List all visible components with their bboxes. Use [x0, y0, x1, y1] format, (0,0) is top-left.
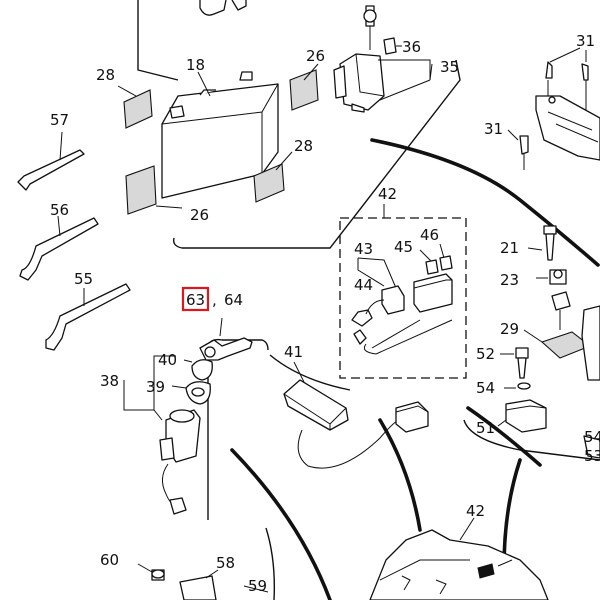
- callout-38[interactable]: 38: [100, 372, 119, 390]
- relay-assembly-box: [339, 204, 467, 379]
- bottom-parts: [137, 517, 549, 600]
- callout-29[interactable]: 29: [500, 320, 519, 338]
- connector-41-icon[interactable]: [395, 401, 429, 433]
- callout-60[interactable]: 60: [100, 551, 119, 569]
- controller-41-icon[interactable]: [283, 379, 349, 431]
- callout-46[interactable]: 46: [420, 226, 439, 244]
- callout-31-top[interactable]: 31: [576, 32, 595, 50]
- main-switch-group: [123, 317, 253, 515]
- right-side-parts: [497, 225, 600, 459]
- cable-tie-55-icon[interactable]: [45, 283, 131, 351]
- battery-group: [123, 0, 319, 215]
- callout-40[interactable]: 40: [158, 351, 177, 369]
- callout-44[interactable]: 44: [354, 276, 373, 294]
- callout-26-bottom[interactable]: 26: [190, 206, 209, 224]
- starter-relay-icon[interactable]: [339, 53, 385, 111]
- callout-26-top[interactable]: 26: [306, 47, 325, 65]
- callout-39[interactable]: 39: [146, 378, 165, 396]
- bracket-icon[interactable]: [535, 95, 600, 161]
- callout-45[interactable]: 45: [394, 238, 413, 256]
- callout-18[interactable]: 18: [186, 56, 205, 74]
- controller-41-group: [283, 361, 429, 469]
- bracket-31-group: [507, 47, 600, 170]
- callout-comma: ,: [212, 291, 217, 309]
- callout-57[interactable]: 57: [50, 111, 69, 129]
- callout-43[interactable]: 43: [354, 240, 373, 258]
- starter-relay-group: [333, 5, 433, 113]
- callout-63[interactable]: 63: [186, 291, 205, 309]
- relay-58-icon[interactable]: [179, 575, 217, 600]
- cable-tie-56-icon[interactable]: [19, 217, 99, 281]
- callout-52[interactable]: 52: [476, 345, 495, 363]
- callout-51[interactable]: 51: [476, 419, 495, 437]
- battery-pad-26-bottom[interactable]: [125, 165, 157, 215]
- callout-64[interactable]: 64: [224, 291, 243, 309]
- callout-58[interactable]: 58: [216, 554, 235, 572]
- callout-55[interactable]: 55: [74, 270, 93, 288]
- connector-block-icon[interactable]: [413, 273, 453, 313]
- callout-35[interactable]: 35: [440, 58, 459, 76]
- sensor-51-icon[interactable]: [505, 399, 547, 433]
- battery-pad-28-top[interactable]: [123, 89, 153, 129]
- lock-nut-40-icon[interactable]: [191, 359, 213, 381]
- relay-45-icon[interactable]: [425, 259, 439, 275]
- battery-icon[interactable]: [161, 83, 279, 199]
- callout-31-left[interactable]: 31: [484, 120, 503, 138]
- fuse-46-icon[interactable]: [439, 255, 453, 271]
- callout-21[interactable]: 21: [500, 239, 519, 257]
- relay-44-icon[interactable]: [381, 285, 405, 315]
- callout-42-bottom[interactable]: 42: [466, 502, 485, 520]
- callout-36[interactable]: 36: [402, 38, 421, 56]
- battery-pad-26-top[interactable]: [289, 69, 319, 111]
- callout-56[interactable]: 56: [50, 201, 69, 219]
- callout-labels: 18 28 26 28 26 36 35 31 31 57 56 55 42 4…: [50, 32, 600, 595]
- callout-28-top[interactable]: 28: [96, 66, 115, 84]
- battery-pad-28-bottom[interactable]: [253, 163, 285, 203]
- callout-54-edge[interactable]: 54: [584, 428, 600, 446]
- callout-59[interactable]: 59: [248, 577, 267, 595]
- callout-53[interactable]: 53: [584, 447, 600, 465]
- callout-23[interactable]: 23: [500, 271, 519, 289]
- fuse-36-icon[interactable]: [383, 37, 397, 55]
- callout-42-top[interactable]: 42: [378, 185, 397, 203]
- cable-ties: [17, 131, 131, 351]
- callout-28-bottom[interactable]: 28: [294, 137, 313, 155]
- callout-54-right[interactable]: 54: [476, 379, 495, 397]
- harness-42-icon[interactable]: [369, 529, 549, 600]
- cable-tie-57-icon[interactable]: [17, 149, 85, 191]
- callout-41[interactable]: 41: [284, 343, 303, 361]
- battery-leaders: [117, 63, 319, 209]
- highlight-box-63: [181, 286, 210, 312]
